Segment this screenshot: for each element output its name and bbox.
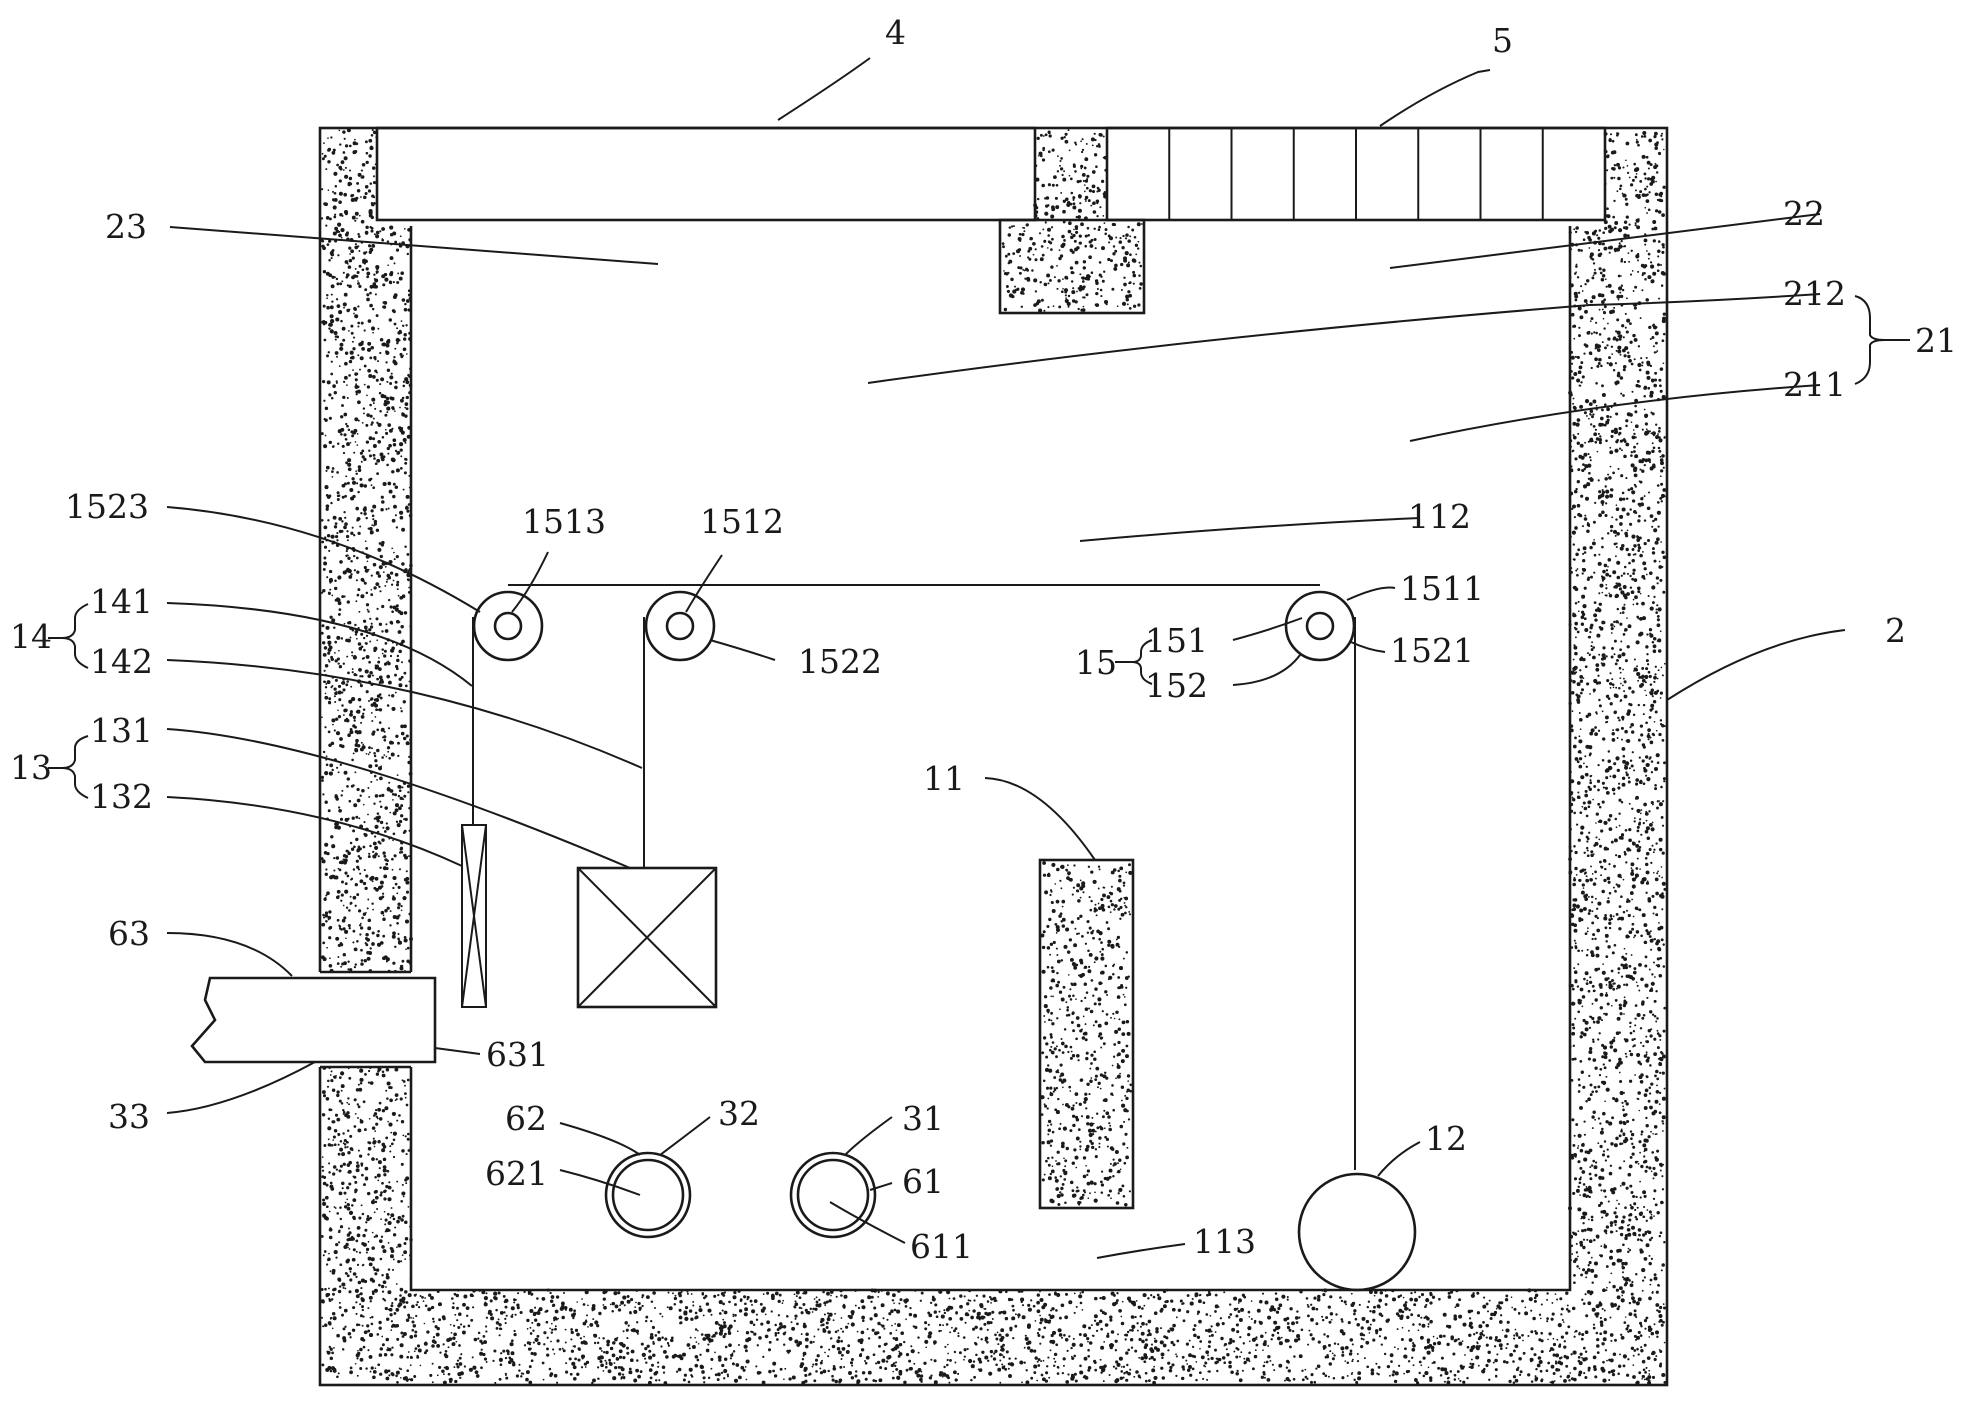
- box-131: [578, 868, 716, 1007]
- label-2: 2: [1885, 611, 1906, 650]
- label-14: 14: [10, 617, 52, 656]
- pulley-1512: [646, 592, 714, 660]
- label-5: 5: [1492, 21, 1513, 60]
- label-1523: 1523: [65, 487, 149, 526]
- label-63: 63: [108, 914, 150, 953]
- label-1511: 1511: [1400, 569, 1484, 608]
- label-12: 12: [1425, 1119, 1467, 1158]
- brace-14: [48, 604, 88, 668]
- label-13: 13: [10, 748, 52, 787]
- label-611: 611: [910, 1227, 973, 1266]
- label-4: 4: [885, 13, 906, 52]
- label-152: 152: [1145, 666, 1208, 705]
- label-1522: 1522: [798, 642, 882, 681]
- label-113: 113: [1193, 1222, 1256, 1261]
- pulley-1513: [474, 592, 542, 660]
- label-15: 15: [1075, 643, 1117, 682]
- label-31: 31: [902, 1099, 944, 1138]
- housing-wall-2: [320, 128, 1667, 1385]
- brace-21: [1855, 296, 1910, 384]
- label-112: 112: [1408, 497, 1471, 536]
- label-21: 21: [1915, 321, 1957, 360]
- pipe-63: [192, 972, 435, 1067]
- label-11: 11: [923, 759, 965, 798]
- label-142: 142: [90, 642, 153, 681]
- label-62: 62: [505, 1099, 547, 1138]
- label-131: 131: [90, 711, 153, 750]
- weight-12: [1299, 1174, 1415, 1290]
- label-33: 33: [108, 1097, 150, 1136]
- pulley-1511: [1286, 592, 1354, 660]
- partition-block: [1000, 220, 1144, 313]
- label-23: 23: [105, 207, 147, 246]
- label-211: 211: [1783, 365, 1846, 404]
- label-61: 61: [902, 1162, 944, 1201]
- label-621: 621: [485, 1154, 548, 1193]
- label-141: 141: [90, 582, 153, 621]
- label-1513: 1513: [522, 502, 606, 541]
- label-631: 631: [486, 1035, 549, 1074]
- ring-32: [606, 1153, 690, 1237]
- label-212: 212: [1783, 274, 1846, 313]
- label-151: 151: [1145, 621, 1208, 660]
- cable-15: [473, 585, 1355, 1170]
- label-1512: 1512: [700, 502, 784, 541]
- label-132: 132: [90, 777, 153, 816]
- label-22: 22: [1783, 194, 1825, 233]
- ring-31: [791, 1153, 875, 1237]
- label-32: 32: [718, 1094, 760, 1133]
- brace-13: [48, 736, 88, 798]
- column-11: [1040, 860, 1133, 1208]
- sensor-132: [462, 825, 486, 1007]
- label-1521: 1521: [1390, 631, 1474, 670]
